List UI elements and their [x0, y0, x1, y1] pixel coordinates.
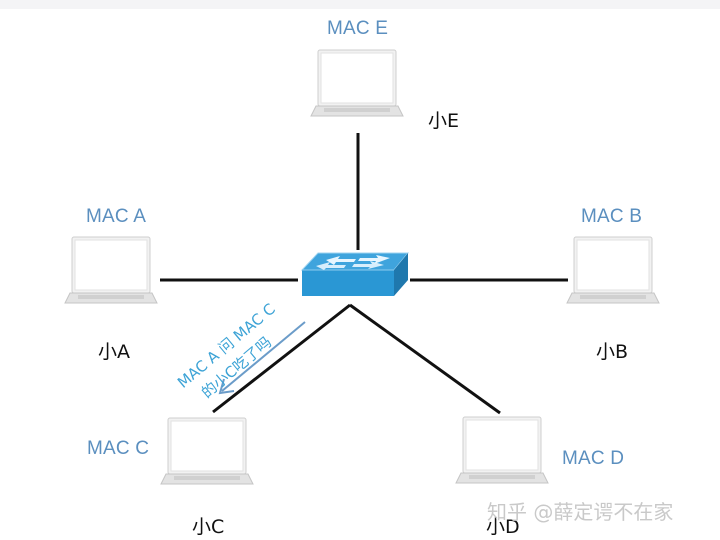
name-label-c: 小C [192, 516, 225, 538]
laptop-b-icon [566, 236, 660, 304]
mac-label-a: MAC A [86, 206, 147, 227]
mac-label-b: MAC B [581, 206, 643, 227]
annotation-arrow-head [218, 378, 235, 395]
mac-label-c: MAC C [87, 438, 150, 459]
top-band [0, 0, 720, 9]
watermark: 知乎 @薛定谔不在家 [487, 500, 674, 524]
link-switch-c [212, 303, 351, 414]
name-label-a: 小A [98, 341, 130, 363]
name-label-d: 小D [486, 516, 520, 538]
laptop-a-icon [64, 236, 158, 304]
name-label-b: 小B [596, 341, 629, 363]
link-switch-d [349, 303, 501, 415]
laptop-c-icon [160, 417, 254, 485]
annotation-arrow-line [221, 321, 306, 392]
mac-label-e: MAC E [327, 18, 389, 39]
mac-label-d: MAC D [562, 448, 625, 469]
name-label-e: 小E [428, 110, 460, 132]
network-switch-icon [298, 250, 410, 300]
laptop-e-icon [310, 49, 404, 117]
laptop-d-icon [455, 416, 549, 484]
